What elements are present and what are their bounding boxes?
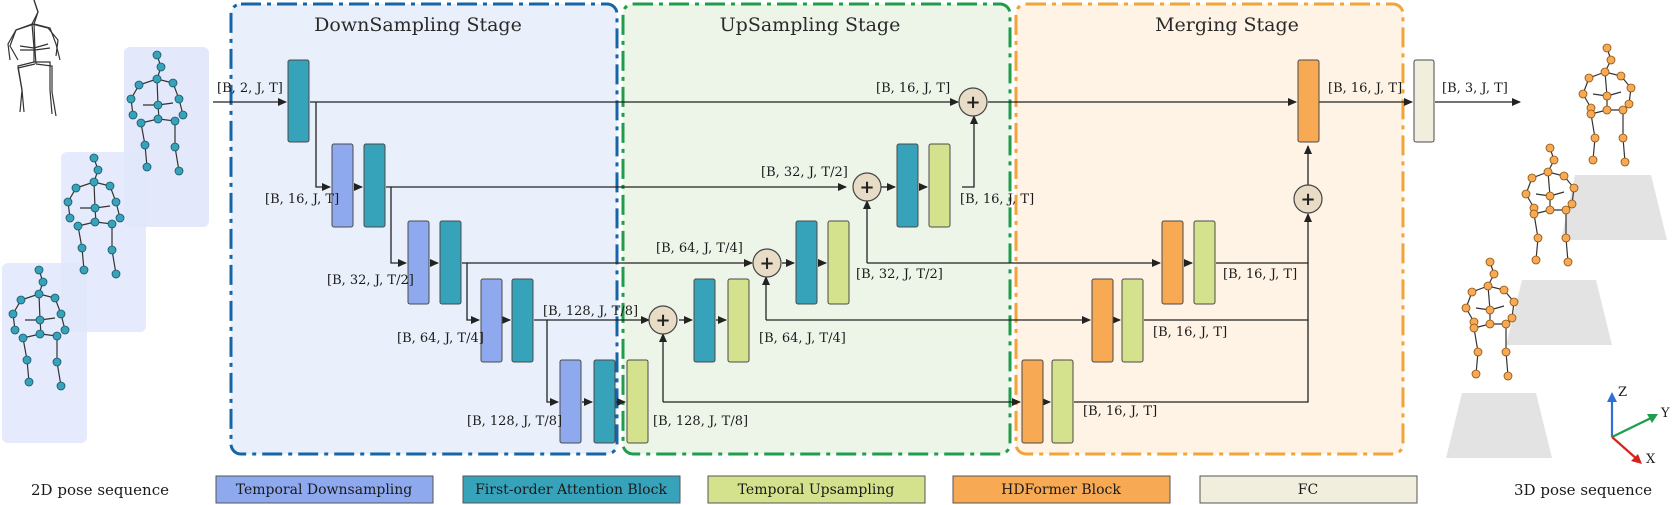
sum-node-row3: + [648, 305, 678, 335]
sum-node-row1: + [852, 172, 882, 202]
block-attention-4 [511, 278, 534, 363]
block-hdformer-2 [1091, 278, 1114, 363]
block-temporal-down-2 [407, 220, 430, 305]
sum-node-top: + [958, 87, 988, 117]
legend-swatch-fc [1199, 475, 1418, 504]
block-hdformer-1 [1021, 359, 1044, 444]
dim-label-8: [B, 64, J, T/4] [656, 241, 743, 256]
block-temporal-up-5 [1051, 359, 1074, 444]
legend-swatch-first-order [462, 475, 681, 504]
dim-label-12: [B, 16, J, T] [876, 81, 950, 96]
skeleton-2d-middle [63, 153, 125, 279]
block-temporal-down-1 [331, 143, 354, 228]
svg-text:+: + [965, 92, 980, 113]
skeleton-3d-back [1578, 43, 1636, 167]
dim-label-4: [B, 64, J, T/4] [397, 331, 484, 346]
skeleton-3d-front [1461, 257, 1519, 381]
skeleton-2d-back [126, 50, 188, 176]
connection-lines [213, 98, 1521, 406]
axis-label-y: Y [1660, 406, 1670, 421]
block-attention-8 [896, 143, 919, 228]
skeleton-3d-middle [1521, 143, 1579, 267]
block-temporal-up-4 [928, 143, 951, 228]
legend-label-fc: FC [1298, 482, 1318, 498]
block-temporal-up-2 [727, 278, 750, 363]
dim-label-1: [B, 2, J, T] [217, 81, 283, 96]
sum-node-row2: + [752, 248, 782, 278]
upsampling-stage-title: UpSampling Stage [720, 14, 901, 36]
downsampling-stage-title: DownSampling Stage [314, 14, 522, 36]
sum-nodes: + + + + + [648, 87, 1323, 335]
legend-label-temporal-down: Temporal Downsampling [236, 482, 413, 498]
svg-text:+: + [859, 177, 874, 198]
block-temporal-down-4 [559, 359, 582, 444]
block-hdformer-3 [1161, 220, 1184, 305]
svg-text:+: + [655, 310, 670, 331]
dim-label-5: [B, 128, J, T/8] [543, 304, 638, 319]
svg-text:+: + [1300, 189, 1315, 210]
block-attention-6 [693, 278, 716, 363]
pose-2d-sequence [2, 0, 209, 443]
svg-text:+: + [759, 253, 774, 274]
block-attention-5 [593, 359, 616, 444]
legend-label-first-order: First-order Attention Block [475, 482, 667, 498]
dim-label-13: [B, 16, J, T] [960, 192, 1034, 207]
block-temporal-down-3 [480, 278, 503, 363]
caption-3d-pose-sequence: 3D pose sequence [1514, 481, 1652, 499]
dim-label-3: [B, 32, J, T/2] [327, 273, 414, 288]
axis-label-z: Z [1618, 385, 1627, 400]
block-attention-7 [795, 220, 818, 305]
dim-label-14: [B, 16, J, T] [1083, 404, 1157, 419]
block-attention-1 [287, 59, 310, 143]
axis-label-x: X [1646, 452, 1656, 467]
dim-label-9: [B, 64, J, T/4] [759, 331, 846, 346]
block-temporal-up-1 [626, 359, 649, 444]
caption-2d-pose-sequence: 2D pose sequence [31, 481, 169, 499]
dim-label-6: [B, 128, J, T/8] [467, 414, 562, 429]
dim-label-10: [B, 32, J, T/2] [761, 165, 848, 180]
block-temporal-up-7 [1193, 220, 1216, 305]
legend-label-temporal-up: Temporal Upsampling [738, 482, 895, 498]
dim-label-7: [B, 128, J, T/8] [653, 414, 748, 429]
legend: Temporal Downsampling First-order Attent… [215, 475, 1418, 504]
block-temporal-up-6 [1121, 278, 1144, 363]
block-attention-2 [363, 143, 386, 228]
dim-label-17: [B, 16, J, T] [1328, 81, 1402, 96]
legend-swatch-temporal-down [215, 475, 434, 504]
skeleton-2d-front [8, 265, 70, 391]
dim-label-16: [B, 16, J, T] [1223, 267, 1297, 282]
dim-label-2: [B, 16, J, T] [265, 192, 339, 207]
block-fc [1413, 59, 1435, 143]
block-hdformer-4 [1297, 59, 1320, 143]
block-attention-3 [439, 220, 462, 305]
legend-swatch-temporal-up [707, 475, 926, 504]
block-temporal-up-3 [827, 220, 850, 305]
legend-swatch-hdformer [952, 475, 1171, 504]
dim-label-15: [B, 16, J, T] [1153, 325, 1227, 340]
xyz-axes-icon: Z Y X [1607, 385, 1670, 467]
dim-label-18: [B, 3, J, T] [1442, 81, 1508, 96]
dimension-labels: [B, 2, J, T] [B, 16, J, T] [B, 32, J, T/… [217, 81, 1508, 429]
merging-stage-title: Merging Stage [1155, 14, 1299, 36]
dim-label-11: [B, 32, J, T/2] [856, 267, 943, 282]
sum-node-merge: + [1293, 184, 1323, 214]
pose-3d-sequence [9, 0, 1667, 458]
blocks [287, 59, 1435, 444]
legend-label-hdformer: HDFormer Block [1001, 482, 1121, 498]
